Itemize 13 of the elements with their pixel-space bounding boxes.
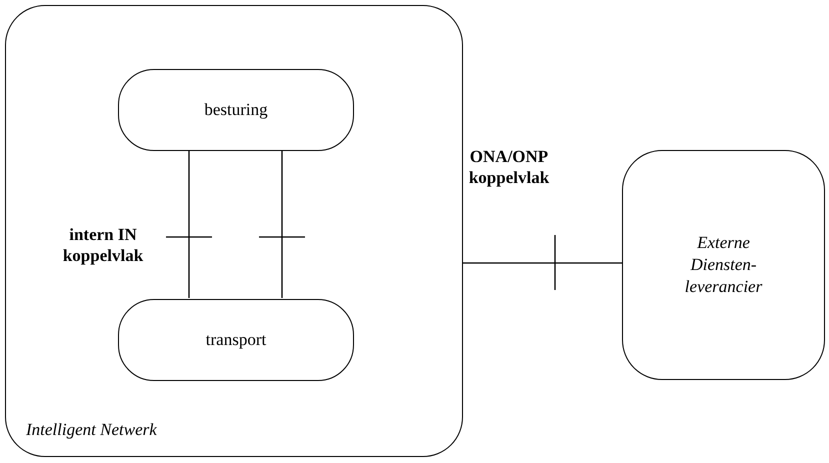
provider-box xyxy=(622,150,825,380)
provider-name: Externe Diensten-leverancier xyxy=(684,232,764,298)
connector-line xyxy=(463,262,622,264)
function-pill xyxy=(118,299,354,381)
function-pill xyxy=(118,69,354,151)
interface-label: intern IN koppelvlak xyxy=(62,224,144,266)
function-name: transport xyxy=(206,329,266,351)
connector-line xyxy=(281,150,283,298)
frame-title: Intelligent Netwerk xyxy=(26,418,157,441)
interface-label: ONA/ONP koppelvlak xyxy=(468,146,550,188)
network-frame xyxy=(5,5,463,457)
function-name: besturing xyxy=(204,99,268,121)
connector-line xyxy=(188,150,190,298)
